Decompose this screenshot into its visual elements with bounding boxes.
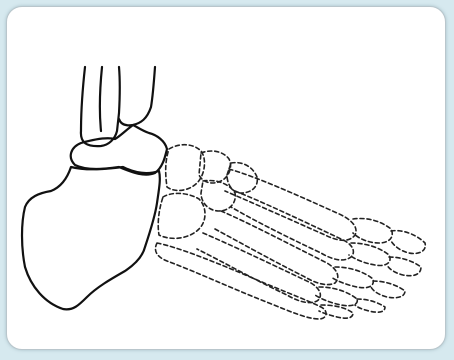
proximal-phalanx-4 bbox=[315, 287, 357, 306]
figure-frame bbox=[6, 6, 446, 350]
metatarsal-3 bbox=[215, 211, 338, 285]
metatarsal-5 bbox=[155, 243, 326, 319]
metatarsal-4 bbox=[197, 233, 320, 303]
tibia-inner-line bbox=[100, 67, 102, 131]
calcaneus-bone bbox=[22, 167, 160, 309]
midfoot-forefoot-bones bbox=[155, 145, 425, 319]
fibula-bone bbox=[119, 67, 155, 125]
metatarsal-1 bbox=[225, 169, 356, 240]
distal-phalanx-3 bbox=[371, 281, 405, 298]
distal-phalanx-4 bbox=[355, 299, 385, 312]
proximal-phalanx-5 bbox=[319, 305, 353, 318]
proximal-phalanx-1 bbox=[353, 218, 392, 243]
proximal-phalanx-2 bbox=[349, 243, 390, 266]
navicular-bone bbox=[166, 145, 205, 191]
cuboid-bone bbox=[158, 193, 205, 238]
distal-phalanx-1 bbox=[391, 231, 425, 254]
distal-phalanx-2 bbox=[387, 257, 421, 276]
lower-leg-bones bbox=[81, 67, 155, 146]
foot-bones-diagram bbox=[7, 7, 446, 350]
